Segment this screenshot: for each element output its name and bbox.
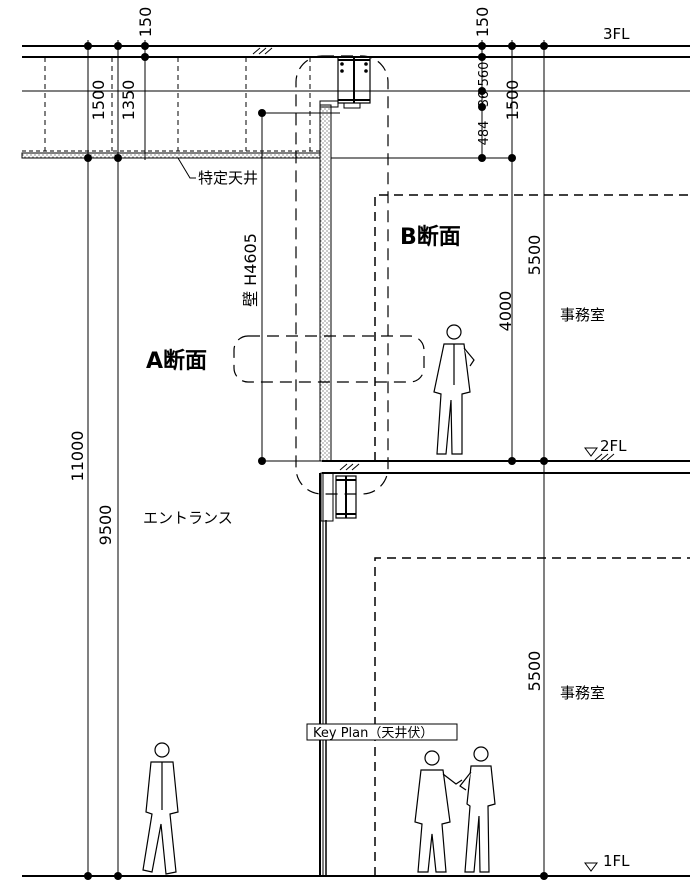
floor-label-1fl: 1FL <box>603 852 630 870</box>
key-plan-label: Key Plan（天井伏） <box>313 726 433 741</box>
dim-36: 36 <box>477 91 492 108</box>
office-label-upper: 事務室 <box>560 306 605 324</box>
floor-marker-2fl <box>584 447 598 457</box>
dimension-dots <box>84 42 548 880</box>
dim-9500: 9500 <box>96 505 115 546</box>
dim-150-left: 150 <box>136 7 155 38</box>
section-a-label: A断面 <box>146 348 207 374</box>
key-plan-box <box>306 723 458 741</box>
dim-5500-lower: 5500 <box>525 651 544 692</box>
dim-1350: 1350 <box>119 80 138 121</box>
person-figure-upper <box>433 324 475 455</box>
ceiling-leader <box>177 157 196 179</box>
dim-150-right: 150 <box>473 7 492 38</box>
floor-label-2fl: 2FL <box>600 437 627 455</box>
section-b-label: B断面 <box>400 224 461 250</box>
entrance-label: エントランス <box>143 509 233 527</box>
dim-5500-upper: 5500 <box>525 235 544 276</box>
office-label-lower: 事務室 <box>560 684 605 702</box>
steel-beam-detail-mid <box>335 475 357 519</box>
wall-column <box>319 104 334 876</box>
dim-560: 560 <box>477 62 492 87</box>
dim-4000: 4000 <box>496 291 515 332</box>
floor-marker-1fl <box>584 862 598 872</box>
steel-beam-detail-top <box>319 56 371 109</box>
floor-label-3fl: 3FL <box>603 25 630 43</box>
person-figure-walking <box>142 742 179 875</box>
dim-484: 484 <box>477 121 492 146</box>
dim-1500-left: 1500 <box>89 80 108 121</box>
section-b-outline <box>295 55 389 495</box>
specific-ceiling <box>21 57 321 159</box>
person-figure-pair-left <box>414 750 463 873</box>
person-figure-pair-right <box>459 746 496 873</box>
wall-height-label: 壁 H4605 <box>241 233 260 307</box>
floor-2fl-slab <box>322 453 690 474</box>
ceiling-label: 特定天井 <box>198 169 258 187</box>
dim-11000: 11000 <box>68 431 87 482</box>
office-lower-boundary <box>374 557 690 876</box>
section-a-outline <box>233 335 425 383</box>
dim-1500-right: 1500 <box>503 80 522 121</box>
